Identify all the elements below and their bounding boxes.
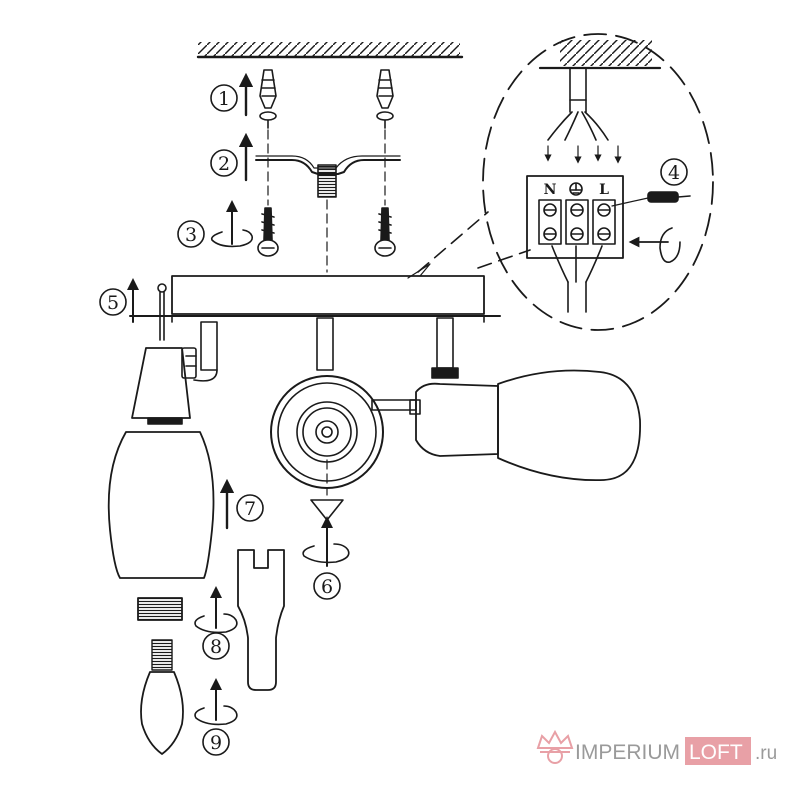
wire-arrows <box>544 145 622 164</box>
lamp-front-view <box>270 375 417 489</box>
down-arrow-triangle <box>310 499 344 521</box>
step-5-pull-rod <box>127 278 167 341</box>
screw-right <box>374 207 396 257</box>
step-8-rotate-icon <box>194 586 238 634</box>
step-4-rotate-icon <box>628 227 681 264</box>
terminal-block <box>526 175 624 259</box>
arm-stems <box>193 317 459 382</box>
wiring-detail-circle <box>407 33 714 331</box>
wrench-tool <box>237 549 285 691</box>
detail-ceiling <box>538 40 662 70</box>
step-5-label: 5 <box>107 292 119 314</box>
canopy-plate <box>129 275 501 323</box>
step-4-label: 4 <box>668 162 680 184</box>
screwdriver-icon <box>611 191 691 207</box>
wall-plug-right <box>376 69 394 129</box>
terminal-label-neutral: N <box>544 182 557 198</box>
ceiling <box>196 42 464 59</box>
terminal-label-live: L <box>599 182 609 198</box>
lamp-wires-detail <box>551 245 603 313</box>
glass-shade-right <box>497 369 641 482</box>
lamp-holder-right <box>409 382 499 457</box>
step-1-label: 1 <box>218 88 230 110</box>
step-8-label: 8 <box>210 636 222 658</box>
step-3-rotate-icon <box>210 200 254 248</box>
supply-cable <box>547 67 609 141</box>
watermark-loft-box <box>685 737 751 765</box>
guide-lines <box>267 129 386 496</box>
mounting-bracket <box>255 155 401 198</box>
watermark-domain: .ru <box>755 743 777 764</box>
step-2-label: 2 <box>218 153 230 175</box>
watermark-loft: LOFT <box>689 741 743 764</box>
threaded-ring <box>137 597 183 621</box>
watermark-brand: IMPERIUM <box>575 741 680 764</box>
watermark: IMPERIUM LOFT .ru <box>536 729 777 765</box>
glass-shade-left <box>107 431 215 579</box>
lamp-holder-left <box>131 347 197 425</box>
step-6-rotate-icon <box>302 516 350 567</box>
screw-left <box>257 207 279 257</box>
step-3-label: 3 <box>185 224 197 246</box>
bulb <box>140 639 184 755</box>
step-9-rotate-icon <box>194 678 238 726</box>
step-number-circles <box>99 84 688 756</box>
step-6-label: 6 <box>321 576 333 598</box>
step-9-label: 9 <box>210 732 222 754</box>
crown-logo-icon <box>536 729 574 764</box>
step-7-label: 7 <box>244 498 256 520</box>
wall-plug-left <box>259 69 277 129</box>
